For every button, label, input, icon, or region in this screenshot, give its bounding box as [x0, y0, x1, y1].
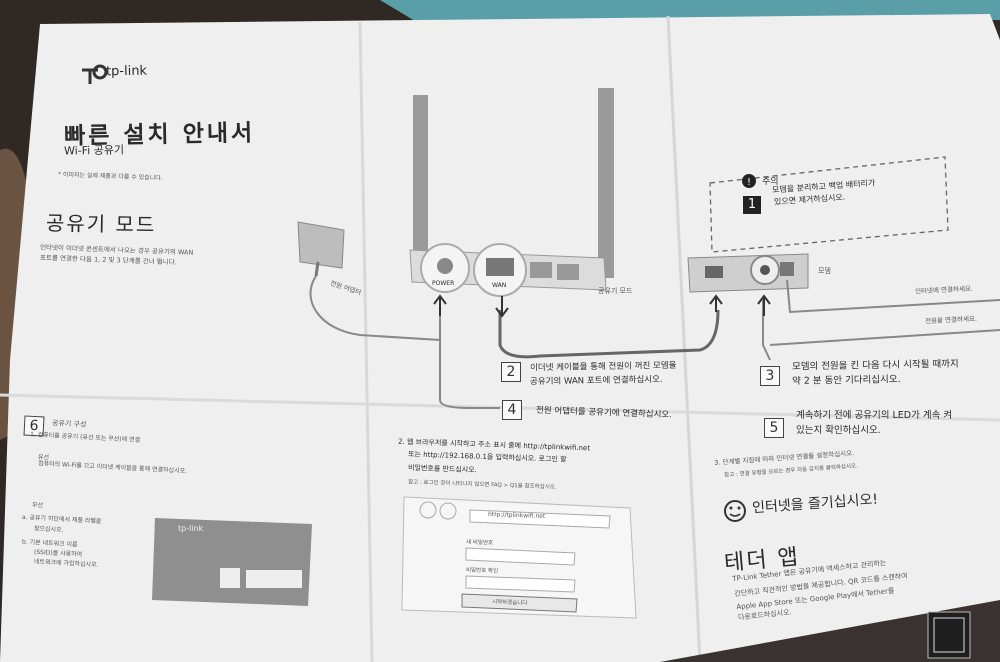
browser-field-1-label: 새 비밀번호: [465, 539, 494, 547]
page-subtitle: Wi-Fi 공유기: [63, 143, 125, 158]
step-3-line-1: 모뎀의 전원을 킨 다음 다시 시작될 때까지: [791, 358, 959, 373]
router-label: 공유기 모드: [598, 287, 633, 295]
browser-mock: [401, 496, 637, 619]
tp-link-logo-icon: [82, 64, 108, 84]
step-4-number: 4: [502, 400, 522, 420]
step-3-number: 3: [760, 366, 780, 386]
brand-logo: tp-link: [105, 63, 148, 80]
power-adapter-icon: [297, 221, 441, 341]
step-2-number: 2: [501, 362, 521, 382]
step-5-line-2: 있는지 확인하십시오.: [796, 425, 881, 436]
modem-label: 모뎀: [818, 267, 831, 275]
router-mode-heading: 공유기 모드: [45, 211, 157, 237]
caution-step-number: 1: [743, 196, 761, 214]
router-illustration: [409, 88, 614, 297]
label-card-logo: tp-link: [178, 524, 204, 533]
power-port-label: POWER: [432, 280, 455, 287]
smiley-icon: [724, 500, 746, 522]
product-label-card: [152, 518, 312, 606]
caution-heading: 주의: [762, 177, 779, 187]
step-6-wireless-label: 무선: [31, 501, 44, 510]
caution-box: [709, 156, 949, 253]
corner-stamp: [927, 611, 971, 659]
step-3-line-2: 약 2 분 동안 기다리십시오.: [791, 374, 901, 387]
step-6-heading: 공유기 구성: [51, 419, 87, 429]
step-2-line-2: 공유기의 WAN 포트에 연결하십시오.: [529, 374, 663, 388]
wan-port-label: WAN: [492, 282, 507, 289]
step-5-line-1: 계속하기 전에 공유기의 LED가 계속 켜: [796, 410, 953, 421]
step-5-number: 5: [764, 418, 784, 438]
svg-text:!: !: [747, 177, 751, 188]
step-2-line-1: 이더넷 케이블을 통해 전원이 꺼진 모뎀을: [529, 360, 677, 374]
browser-button-label: 시작하겠습니다: [491, 599, 528, 607]
modem-illustration: [687, 253, 809, 293]
warning-icon: [742, 174, 756, 188]
step-6-wireless-a2: 찾으십시오.: [33, 525, 64, 534]
browser-field-2-label: 비밀번호 확인: [465, 567, 499, 575]
